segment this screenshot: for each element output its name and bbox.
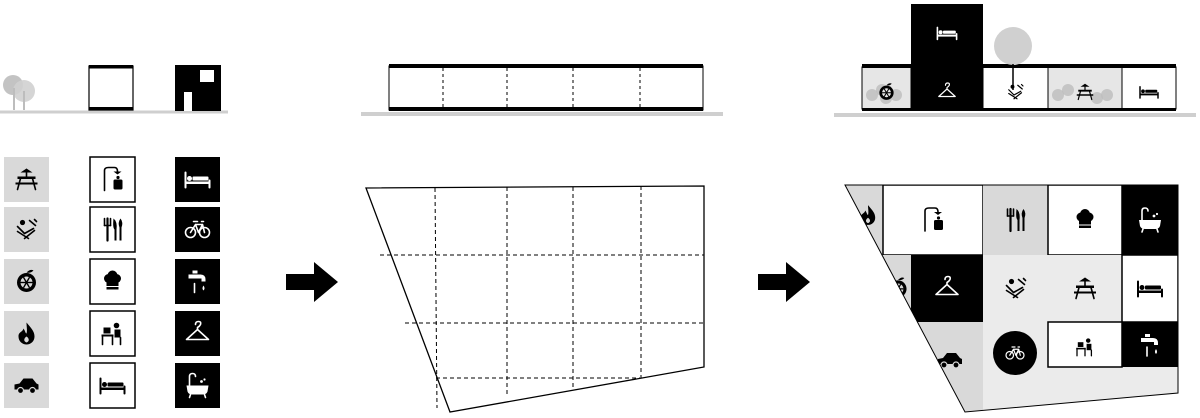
- picnic-table-icon: [1076, 83, 1094, 101]
- plan-cell: [1121, 254, 1178, 323]
- lamp-symbol: [994, 27, 1032, 90]
- indoor-function-tile: [175, 311, 220, 356]
- section-floor-lines: [862, 64, 1176, 111]
- desk-worker-icon: [101, 322, 122, 346]
- semi-open-functions-column: [89, 156, 136, 409]
- semi-function-tile: [89, 310, 136, 357]
- indoor-function-tile: [175, 363, 220, 408]
- semi-function-tile: [89, 362, 136, 409]
- outdoor-trees-symbol: [3, 75, 35, 110]
- indoor-function-tile: [175, 157, 220, 202]
- car-icon: [938, 353, 962, 369]
- plan-cell: [1122, 185, 1178, 255]
- bed-icon: [99, 377, 126, 395]
- result-section: [834, 4, 1196, 117]
- plan-cell: [1047, 321, 1123, 368]
- bed-icon: [184, 171, 211, 189]
- car-icon: [14, 378, 39, 395]
- hanger-icon: [185, 320, 210, 341]
- sunbather-icon: [1005, 277, 1027, 299]
- semi-function-tile: [89, 206, 136, 253]
- bed-icon: [936, 26, 958, 41]
- plan-cell: [983, 185, 1048, 255]
- hanger-icon: [935, 275, 959, 296]
- bicycle-icon: [184, 220, 211, 239]
- section-module: [982, 66, 1049, 110]
- indoor-functions-column: [175, 157, 220, 408]
- plan-cell: [1122, 322, 1178, 367]
- bathtub-icon: [186, 372, 209, 399]
- picnic-table-icon: [1074, 277, 1096, 300]
- result-plan: [844, 184, 1179, 413]
- faucet-icon: [1141, 334, 1158, 357]
- section-module: [1121, 66, 1177, 110]
- orange-icon: [17, 269, 36, 292]
- closed-unit-symbol: [175, 65, 221, 111]
- fire-icon: [860, 205, 876, 225]
- section-module: [910, 66, 984, 110]
- hanger-icon: [938, 82, 956, 98]
- outdoor-function-tile: [4, 157, 49, 202]
- orange-icon: [879, 83, 894, 100]
- cutlery-icon: [1006, 207, 1026, 233]
- plan-cell: [882, 185, 984, 256]
- unit-types-section: [0, 65, 228, 409]
- arrow-right-icon: [758, 262, 810, 302]
- section-module: [861, 66, 912, 110]
- chef-hat-icon: [1076, 209, 1094, 228]
- arrow-right-icon: [286, 262, 338, 302]
- indoor-function-tile: [175, 207, 220, 252]
- bed-icon: [1139, 86, 1159, 99]
- empty-plan-grid: [365, 185, 705, 413]
- faucet-icon: [188, 270, 206, 294]
- empty-grid-section: [361, 64, 723, 413]
- sunbather-icon: [16, 218, 38, 240]
- outdoor-function-tile: [4, 363, 49, 408]
- chef-hat-icon: [104, 270, 121, 290]
- plan-cell: [1048, 255, 1122, 322]
- indoor-function-tile: [175, 259, 220, 304]
- plan-cell: [983, 322, 1048, 412]
- shower-icon: [103, 166, 123, 192]
- picnic-table-icon: [15, 168, 38, 191]
- bathtub-icon: [1139, 207, 1161, 233]
- bicycle-icon: [1005, 346, 1025, 360]
- plan-cell: [911, 255, 983, 322]
- semi-function-tile: [89, 156, 136, 203]
- semi-open-unit-symbol: [88, 65, 134, 111]
- bed-icon: [1137, 280, 1163, 298]
- plan-cell: [1047, 185, 1123, 256]
- section-module-upper: [911, 4, 983, 65]
- cutlery-icon: [103, 217, 123, 242]
- plan-cell: [845, 255, 911, 322]
- desk-worker-icon: [1076, 338, 1093, 357]
- outdoor-functions-column: [4, 157, 49, 408]
- plan-cell: [983, 255, 1048, 322]
- shower-icon: [924, 207, 943, 232]
- semi-function-tile: [89, 258, 136, 305]
- fire-icon: [18, 322, 35, 345]
- outdoor-function-tile: [4, 311, 49, 356]
- section-module: [1047, 66, 1123, 110]
- outdoor-function-tile: [4, 259, 49, 304]
- plan-cell: [845, 322, 983, 412]
- outdoor-function-tile: [4, 207, 49, 252]
- empty-section-frame: [388, 64, 704, 111]
